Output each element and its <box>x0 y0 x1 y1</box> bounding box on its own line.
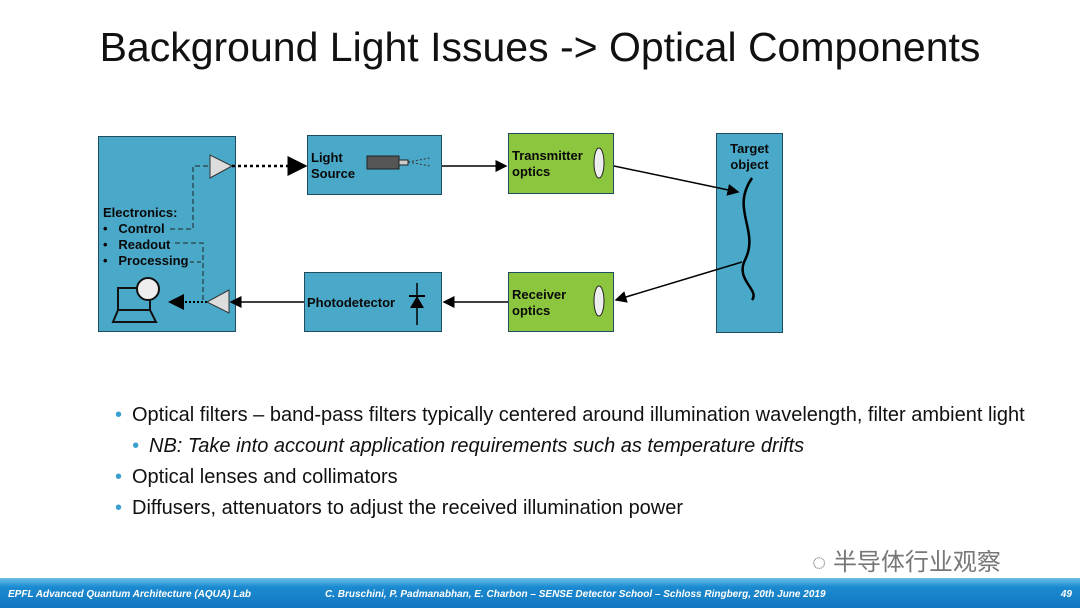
sub-bullet-item: NB: Take into account application requir… <box>132 434 1035 459</box>
tx-amplifier-icon <box>209 154 234 179</box>
target-surface-icon <box>741 177 755 301</box>
photodiode-icon <box>409 283 425 325</box>
footer: EPFL Advanced Quantum Architecture (AQUA… <box>0 578 1080 608</box>
page-number: 49 <box>1060 589 1072 600</box>
transmitter-label: Transmitter optics <box>512 148 583 179</box>
electronics-item: • Readout <box>103 237 171 252</box>
laser-icon <box>366 155 431 170</box>
receiver-label: Receiver optics <box>512 287 567 318</box>
bullet-list: Optical filters – band-pass filters typi… <box>115 403 1035 527</box>
watermark: ◌ 半导体行业观察 <box>812 549 1001 576</box>
rx-amplifier-icon <box>205 289 230 314</box>
electronics-item: • Processing <box>103 253 189 268</box>
electronics-heading: Electronics: <box>103 205 178 220</box>
footer-lab: EPFL Advanced Quantum Architecture (AQUA… <box>8 589 251 600</box>
laptop-icon <box>111 277 160 323</box>
target-object-box: Target object <box>716 133 783 333</box>
photodetector-label: Photodetector <box>307 295 396 310</box>
electronics-item: • Control <box>103 221 165 236</box>
wechat-icon: ◌ <box>812 549 833 576</box>
bullet-item: Optical filters – band-pass filters typi… <box>115 403 1035 428</box>
bullet-item: Optical lenses and collimators <box>115 465 1035 490</box>
rx-lens-icon <box>593 285 605 317</box>
light-source-label: Light Source <box>311 150 356 181</box>
bullet-item: Diffusers, attenuators to adjust the rec… <box>115 496 1035 521</box>
photodetector-box: Photodetector <box>304 272 442 332</box>
tx-lens-icon <box>593 147 605 179</box>
footer-authors: C. Bruschini, P. Padmanabhan, E. Charbon… <box>325 589 826 600</box>
slide-title: Background Light Issues -> Optical Compo… <box>99 24 981 70</box>
target-label: Target object <box>730 141 769 172</box>
